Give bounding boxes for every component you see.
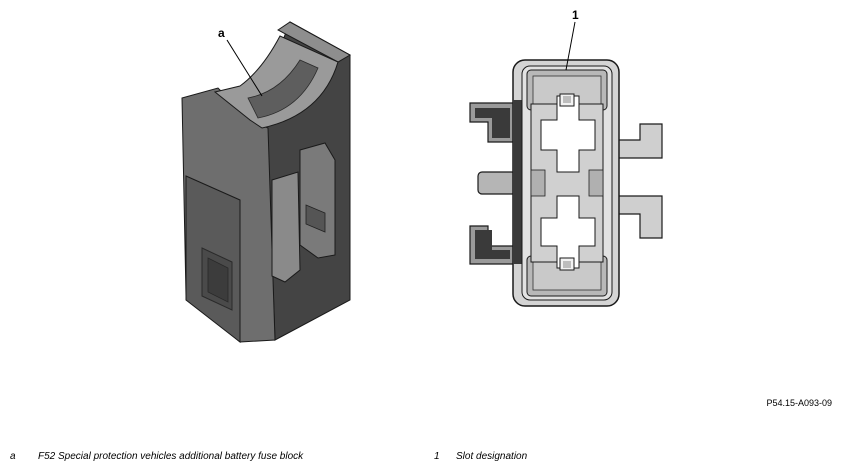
left-tab-upper-shadow [475, 108, 510, 138]
connector-front-view [469, 59, 663, 307]
legend-text-a: F52 Special protection vehicles addition… [38, 451, 304, 462]
housing-front-window-inner [207, 257, 229, 303]
callout-1-label: 1 [572, 8, 579, 22]
housing-latch [299, 142, 336, 259]
figure-reference-code: P54.15-A093-09 [766, 398, 832, 408]
left-tab-lower-shadow [475, 230, 510, 259]
legend-key-a: a [10, 451, 16, 462]
fuse-block-3d-view [181, 21, 352, 344]
housing-curved-cutout [213, 35, 339, 129]
terminal-cavity-lower [540, 195, 596, 269]
center-stripe-right [588, 169, 604, 197]
connector-diagram: a 1 [181, 8, 663, 344]
callout-a-leader [226, 39, 263, 97]
terminal-pin-upper-inner [563, 96, 571, 103]
housing-top-rim [277, 21, 352, 63]
terminal-cavity-upper [540, 95, 596, 173]
housing-latch-slot [305, 204, 326, 233]
callout-1-leader [565, 21, 576, 71]
terminal-pin-lower-inner [563, 261, 571, 268]
legend-key-1: 1 [434, 451, 440, 462]
callout-a-label: a [218, 26, 225, 40]
legend: a F52 Special protection vehicles additi… [0, 451, 842, 467]
left-pin [477, 171, 517, 195]
cutout-inner-shadow [247, 59, 319, 119]
center-stripe-left [530, 169, 546, 197]
housing-latch-tab [271, 171, 301, 283]
legend-text-1: Slot designation [456, 451, 528, 462]
